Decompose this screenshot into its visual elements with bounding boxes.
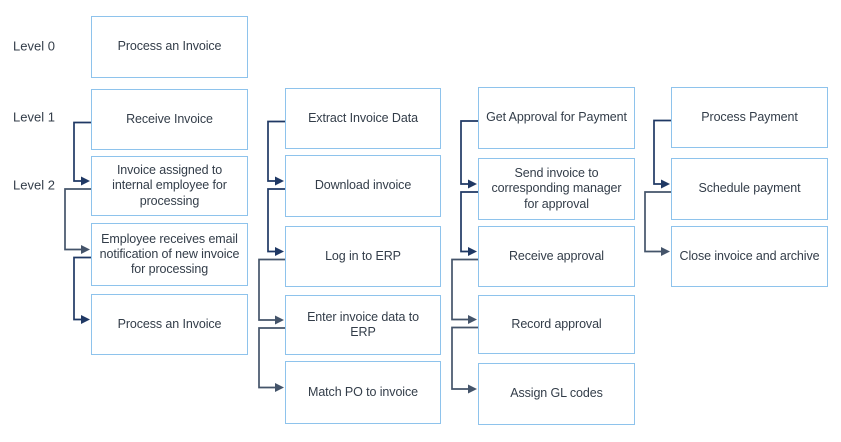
elbow-connector [460, 191, 478, 256]
box-download-invoice: Download invoice [285, 155, 441, 217]
elbow-connector [267, 188, 285, 256]
elbow-connector [73, 256, 91, 324]
box-match-po-to-invoice: Match PO to invoice [285, 361, 441, 424]
arrowhead-icon [81, 176, 90, 186]
elbow-connector [460, 120, 478, 189]
box-close-invoice-and-archive: Close invoice and archive [671, 226, 828, 287]
level-label-2: Level 2 [13, 177, 55, 193]
arrowhead-icon [275, 176, 284, 186]
box-root-process-an-invoice: Process an Invoice [91, 16, 248, 78]
elbow-connector [267, 120, 285, 186]
box-schedule-payment: Schedule payment [671, 158, 828, 220]
elbow-connector [451, 326, 478, 394]
box-enter-invoice-data-to-erp: Enter invoice data to ERP [285, 295, 441, 355]
elbow-connector [73, 121, 91, 186]
arrowhead-icon [661, 179, 670, 189]
arrowhead-icon [275, 315, 284, 325]
box-record-approval: Record approval [478, 295, 635, 354]
box-receive-approval: Receive approval [478, 226, 635, 287]
level-label-0: Level 0 [13, 38, 55, 54]
arrowhead-icon [661, 247, 670, 256]
level-label-1: Level 1 [13, 109, 55, 125]
box-extract-invoice-data: Extract Invoice Data [285, 88, 441, 149]
box-send-invoice-to-corresponding-manager: Send invoice to corresponding manager fo… [478, 158, 635, 220]
box-receive-invoice: Receive Invoice [91, 89, 248, 150]
arrowhead-icon [81, 245, 90, 254]
box-assign-gl-codes: Assign GL codes [478, 363, 635, 425]
arrowhead-icon [468, 315, 477, 324]
box-log-in-to-erp: Log in to ERP [285, 226, 441, 287]
elbow-connector [451, 258, 478, 324]
arrowhead-icon [468, 179, 477, 189]
arrowhead-icon [468, 384, 477, 394]
arrowhead-icon [468, 247, 477, 256]
arrowhead-icon [275, 383, 284, 392]
arrowhead-icon [81, 315, 90, 324]
box-employee-receives-email-notification-of: Employee receives email notification of … [91, 223, 248, 286]
box-get-approval-for-payment: Get Approval for Payment [478, 87, 635, 149]
elbow-connector [258, 258, 285, 325]
box-invoice-assigned-to-internal-employee: Invoice assigned to internal employee fo… [91, 156, 248, 216]
elbow-connector [644, 191, 671, 256]
elbow-connector [653, 119, 671, 189]
box-process-an-invoice: Process an Invoice [91, 294, 248, 355]
elbow-connector [258, 327, 285, 392]
elbow-connector [64, 188, 91, 254]
arrowhead-icon [275, 247, 284, 256]
box-process-payment: Process Payment [671, 87, 828, 148]
